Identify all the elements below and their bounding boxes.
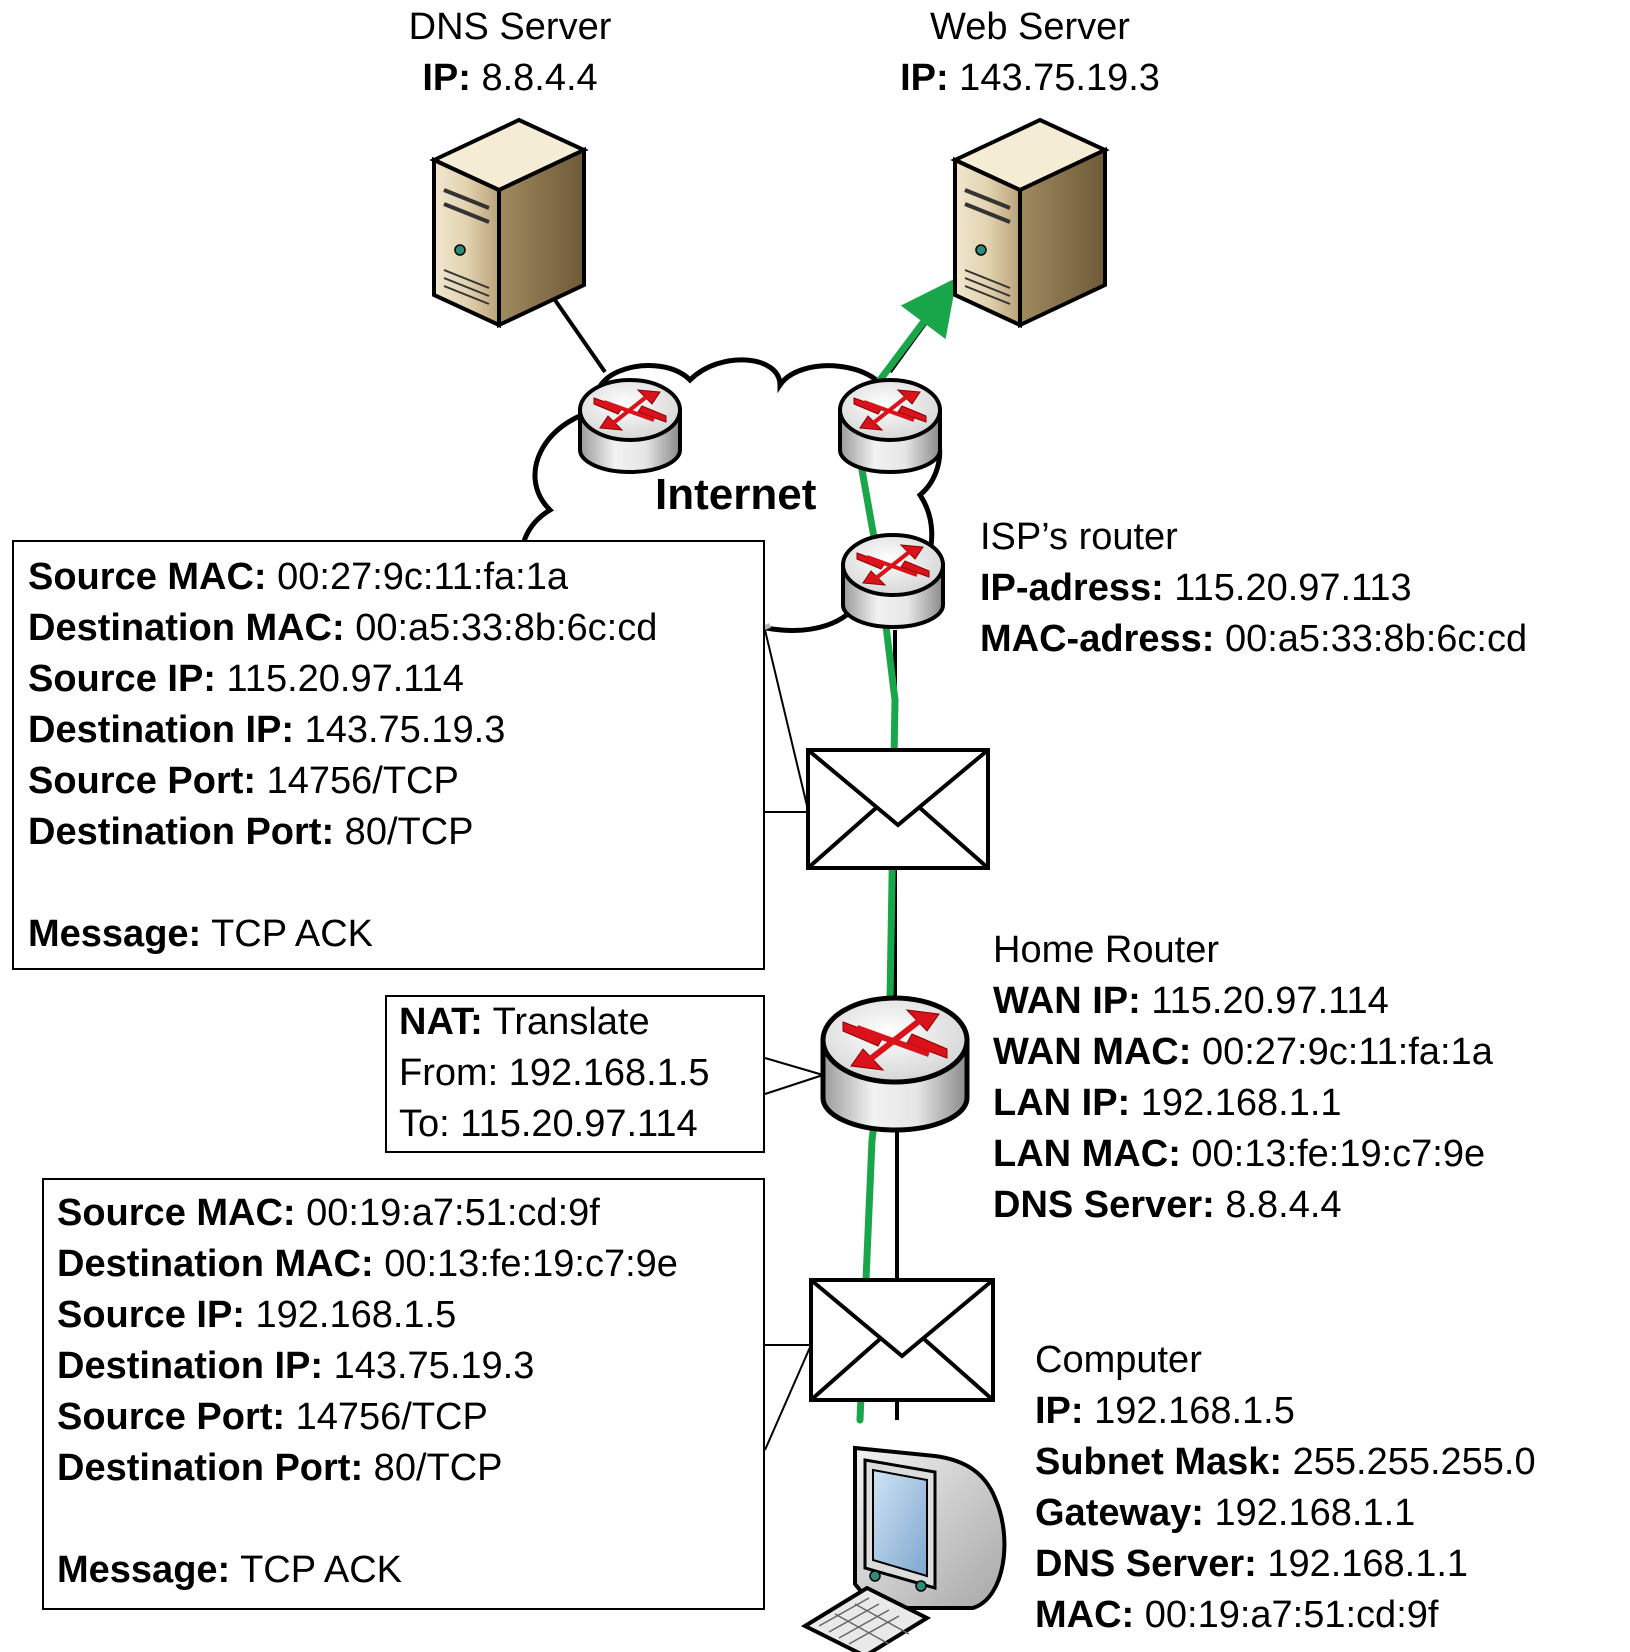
packet-wan-field: Destination MAC: 00:a5:33:8b:6c:cd (28, 607, 658, 649)
internet-label: Internet (655, 470, 817, 519)
web-server-title: Web Server (930, 6, 1130, 48)
home-router-icon (820, 995, 970, 1133)
nat-callout: NAT: Translate From: 192.168.1.5 To: 115… (385, 995, 765, 1153)
envelope-icon-wan (806, 748, 990, 870)
nat-to: To: 115.20.97.114 (399, 1103, 698, 1145)
packet-wan-callout: Source MAC: 00:27:9c:11:fa:1a Destinatio… (12, 540, 765, 970)
nat-line: NAT: Translate (399, 1001, 650, 1043)
dns-server-ip: IP: 8.8.4.4 (422, 57, 598, 99)
packet-lan-field: Destination IP: 143.75.19.3 (57, 1345, 535, 1387)
web-server-ip: IP: 143.75.19.3 (900, 57, 1160, 99)
dns-server-title: DNS Server (408, 6, 612, 48)
packet-lan-field: Destination MAC: 00:13:fe:19:c7:9e (57, 1243, 678, 1285)
home-router-field: LAN IP: 192.168.1.1 (993, 1082, 1342, 1124)
computer-field: Subnet Mask: 255.255.255.0 (1035, 1441, 1536, 1483)
isp-router-label: ISP’s router IP-adress: 115.20.97.113 MA… (980, 512, 1527, 665)
computer-title: Computer (1035, 1339, 1202, 1381)
computer-label: Computer IP: 192.168.1.5 Subnet Mask: 25… (1035, 1335, 1536, 1641)
computer-icon (800, 1445, 1007, 1652)
packet-wan-field: Source Port: 14756/TCP (28, 760, 459, 802)
packet-lan-field: Destination Port: 80/TCP (57, 1447, 503, 1489)
packet-lan-callout: Source MAC: 00:19:a7:51:cd:9f Destinatio… (42, 1178, 765, 1610)
isp-router-ip: IP-adress: 115.20.97.113 (980, 567, 1412, 609)
computer-field: Gateway: 192.168.1.1 (1035, 1492, 1416, 1534)
dns-server-icon (429, 117, 589, 329)
router-icon-dns-side (578, 378, 682, 474)
envelope-icon-lan (809, 1278, 995, 1402)
packet-wan-message: Message: TCP ACK (28, 913, 373, 955)
packet-wan-field: Destination Port: 80/TCP (28, 811, 474, 853)
web-server-label: Web Server IP: 143.75.19.3 (880, 2, 1180, 104)
packet-lan-field: Source MAC: 00:19:a7:51:cd:9f (57, 1192, 600, 1234)
packet-wan-field: Source MAC: 00:27:9c:11:fa:1a (28, 556, 568, 598)
callout-connectors (764, 629, 824, 1451)
nat-from: From: 192.168.1.5 (399, 1052, 710, 1094)
packet-wan-field: Destination IP: 143.75.19.3 (28, 709, 506, 751)
isp-router-icon (841, 533, 945, 629)
home-router-field: WAN IP: 115.20.97.114 (993, 980, 1389, 1022)
packet-lan-message: Message: TCP ACK (57, 1549, 402, 1591)
home-router-field: DNS Server: 8.8.4.4 (993, 1184, 1342, 1226)
computer-field: IP: 192.168.1.5 (1035, 1390, 1295, 1432)
isp-router-mac: MAC-adress: 00:a5:33:8b:6c:cd (980, 618, 1528, 660)
computer-field: MAC: 00:19:a7:51:cd:9f (1035, 1594, 1439, 1636)
router-icon-web-side (838, 378, 942, 474)
home-router-label: Home Router WAN IP: 115.20.97.114 WAN MA… (993, 925, 1493, 1231)
isp-router-title: ISP’s router (980, 516, 1178, 558)
computer-field: DNS Server: 192.168.1.1 (1035, 1543, 1469, 1585)
home-router-title: Home Router (993, 929, 1219, 971)
web-server-icon (950, 117, 1110, 329)
dns-server-label: DNS Server IP: 8.8.4.4 (380, 2, 640, 104)
home-router-field: LAN MAC: 00:13:fe:19:c7:9e (993, 1133, 1486, 1175)
packet-wan-field: Source IP: 115.20.97.114 (28, 658, 464, 700)
packet-lan-field: Source Port: 14756/TCP (57, 1396, 488, 1438)
packet-lan-field: Source IP: 192.168.1.5 (57, 1294, 457, 1336)
home-router-field: WAN MAC: 00:27:9c:11:fa:1a (993, 1031, 1493, 1073)
